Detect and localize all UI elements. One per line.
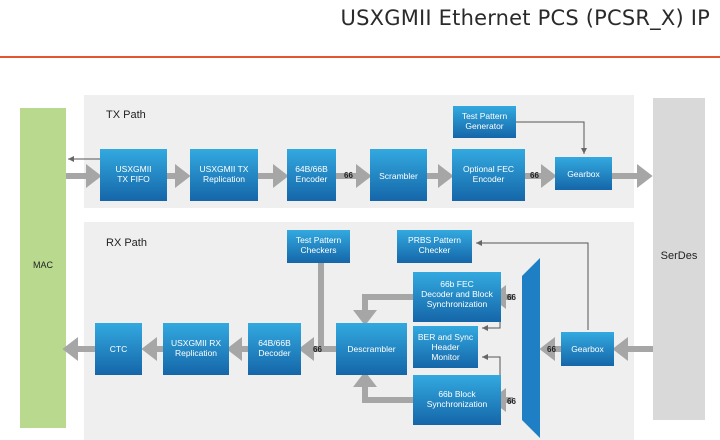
page-title: USXGMII Ethernet PCS (PCSR_X) IP bbox=[340, 6, 710, 30]
rx-dataflow-arrows bbox=[62, 247, 653, 412]
encoder-block bbox=[287, 149, 336, 201]
ctc-block bbox=[95, 323, 142, 375]
tx-bus-width-1: 66 bbox=[344, 171, 353, 180]
rx-gearbox-block bbox=[561, 332, 614, 366]
tx-fifo-block bbox=[100, 149, 167, 201]
rx-replication-block bbox=[163, 323, 229, 375]
svg-text:Gearbox: Gearbox bbox=[571, 344, 604, 354]
scrambler-block bbox=[370, 149, 427, 201]
serdes-label: SerDes bbox=[661, 250, 698, 262]
serdes-block bbox=[653, 98, 705, 420]
tpg-to-gearbox-line bbox=[516, 121, 587, 154]
svg-text:CTC: CTC bbox=[110, 344, 127, 354]
fec-decoder-block bbox=[413, 272, 501, 322]
ber-monitor-block bbox=[413, 326, 478, 368]
mac-block bbox=[20, 108, 66, 428]
svg-text:Descrambler: Descrambler bbox=[347, 344, 395, 354]
mac-label: MAC bbox=[33, 260, 54, 270]
tx-path-label: TX Path bbox=[106, 109, 146, 121]
svg-text:Gearbox: Gearbox bbox=[567, 169, 600, 179]
rx-mux bbox=[522, 258, 540, 438]
rx-bus-width-fec: 66 bbox=[507, 293, 516, 302]
rx-bus-width-sync: 66 bbox=[507, 397, 516, 406]
descrambler-block bbox=[336, 323, 407, 375]
svg-text:Scrambler: Scrambler bbox=[379, 171, 418, 181]
tx-bus-width-2: 66 bbox=[530, 171, 539, 180]
tx-gearbox-block bbox=[555, 157, 612, 190]
test-pattern-generator-block bbox=[453, 106, 516, 138]
rx-path-label: RX Path bbox=[106, 237, 147, 249]
prbs-checker-block bbox=[397, 230, 472, 263]
fec-encoder-block bbox=[452, 149, 525, 201]
header-rule bbox=[0, 56, 720, 58]
tx-replication-block bbox=[190, 149, 258, 201]
rx-bus-width-gearbox: 66 bbox=[547, 345, 556, 354]
rx-bus-width-decoder: 66 bbox=[313, 345, 322, 354]
block-sync-block bbox=[413, 375, 501, 425]
gearbox-to-prbs-line bbox=[476, 240, 589, 330]
test-pattern-checkers-block bbox=[287, 230, 350, 263]
sync-to-ber-line bbox=[482, 354, 501, 380]
tx-path-region bbox=[84, 95, 634, 208]
decoder-block bbox=[248, 323, 301, 375]
